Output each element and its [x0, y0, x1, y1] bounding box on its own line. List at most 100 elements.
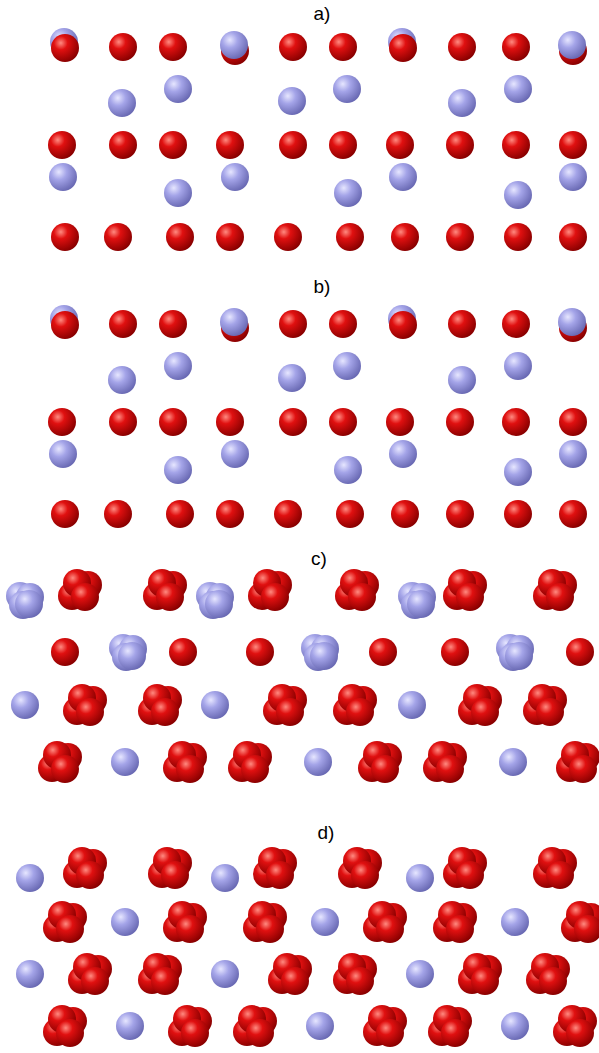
blue-atom: [211, 960, 239, 988]
blue-atom: [108, 366, 136, 394]
red-atom: [329, 33, 357, 61]
red-atom: [274, 223, 302, 251]
blue-atom: [15, 590, 43, 618]
red-atom: [48, 131, 76, 159]
red-atom: [574, 915, 599, 943]
red-atom: [446, 223, 474, 251]
red-atom: [56, 915, 84, 943]
blue-atom: [334, 179, 362, 207]
red-atom: [279, 131, 307, 159]
red-atom: [559, 223, 587, 251]
blue-atom: [278, 87, 306, 115]
red-atom: [346, 698, 374, 726]
blue-atom: [333, 352, 361, 380]
red-atom: [546, 861, 574, 889]
red-atom: [276, 698, 304, 726]
red-atom: [376, 915, 404, 943]
red-atom: [546, 583, 574, 611]
blue-atom: [559, 163, 587, 191]
blue-atom: [164, 352, 192, 380]
red-atom: [51, 223, 79, 251]
blue-atom: [504, 181, 532, 209]
blue-atom: [558, 31, 586, 59]
red-atom: [448, 33, 476, 61]
red-atom: [48, 408, 76, 436]
blue-atom: [201, 691, 229, 719]
blue-atom: [116, 1012, 144, 1040]
red-atom: [109, 131, 137, 159]
blue-atom: [220, 308, 248, 336]
red-atom: [376, 1019, 404, 1047]
blue-atom: [164, 456, 192, 484]
red-atom: [386, 408, 414, 436]
red-atom: [261, 583, 289, 611]
blue-atom: [205, 590, 233, 618]
blue-atom: [118, 642, 146, 670]
red-atom: [436, 755, 464, 783]
blue-atom: [407, 590, 435, 618]
red-atom: [159, 408, 187, 436]
red-atom: [448, 310, 476, 338]
red-atom: [389, 311, 417, 339]
blue-atom: [311, 908, 339, 936]
red-atom: [566, 638, 594, 666]
red-atom: [76, 861, 104, 889]
red-atom: [502, 33, 530, 61]
red-atom: [446, 500, 474, 528]
blue-atom: [504, 458, 532, 486]
red-atom: [181, 1019, 209, 1047]
blue-atom: [501, 1012, 529, 1040]
red-atom: [336, 500, 364, 528]
red-atom: [502, 131, 530, 159]
blue-atom: [16, 960, 44, 988]
red-atom: [216, 223, 244, 251]
red-atom: [329, 131, 357, 159]
red-atom: [386, 131, 414, 159]
red-atom: [51, 638, 79, 666]
blue-atom: [406, 960, 434, 988]
blue-atom: [559, 440, 587, 468]
red-atom: [569, 755, 597, 783]
red-atom: [279, 408, 307, 436]
red-atom: [176, 915, 204, 943]
red-atom: [151, 967, 179, 995]
red-atom: [241, 755, 269, 783]
red-atom: [446, 915, 474, 943]
blue-atom: [49, 440, 77, 468]
red-atom: [351, 861, 379, 889]
blue-atom: [306, 1012, 334, 1040]
red-atom: [51, 500, 79, 528]
red-atom: [109, 408, 137, 436]
blue-atom: [278, 364, 306, 392]
blue-atom: [499, 748, 527, 776]
red-atom: [536, 698, 564, 726]
red-atom: [161, 861, 189, 889]
red-atom: [216, 408, 244, 436]
red-atom: [151, 698, 179, 726]
blue-atom: [211, 864, 239, 892]
blue-atom: [558, 308, 586, 336]
red-atom: [391, 500, 419, 528]
red-atom: [346, 967, 374, 995]
blue-atom: [16, 864, 44, 892]
blue-atom: [398, 691, 426, 719]
red-atom: [502, 408, 530, 436]
red-atom: [471, 967, 499, 995]
red-atom: [389, 34, 417, 62]
red-atom: [51, 34, 79, 62]
red-atom: [371, 755, 399, 783]
red-atom: [216, 500, 244, 528]
blue-atom: [164, 179, 192, 207]
blue-atom: [334, 456, 362, 484]
blue-atom: [448, 366, 476, 394]
red-atom: [176, 755, 204, 783]
blue-atom: [505, 642, 533, 670]
red-atom: [156, 583, 184, 611]
blue-atom: [504, 352, 532, 380]
red-atom: [329, 408, 357, 436]
blue-atom: [49, 163, 77, 191]
blue-atom: [448, 89, 476, 117]
blue-atom: [111, 748, 139, 776]
red-atom: [348, 583, 376, 611]
